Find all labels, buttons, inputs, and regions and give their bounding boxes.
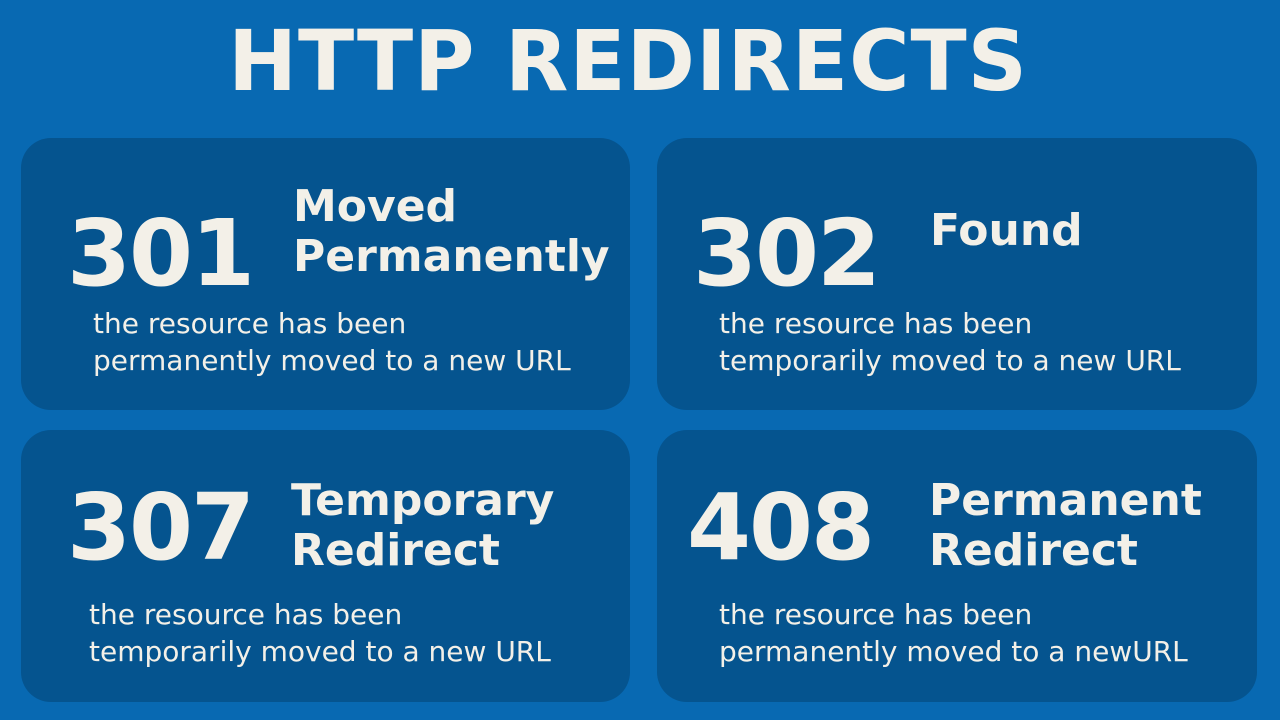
card-302-found: 302 Found the resource has been temporar…: [657, 138, 1257, 410]
status-name-line1: Permanent: [929, 475, 1202, 526]
description-line2: permanently moved to a newURL: [719, 635, 1188, 668]
status-name-line1: Found: [930, 205, 1083, 256]
status-name-line2: Redirect: [291, 525, 500, 576]
status-name: Permanent Redirect: [929, 476, 1202, 576]
card-301-moved-permanently: 301 Moved Permanently the resource has b…: [21, 138, 630, 410]
description-line1: the resource has been: [719, 307, 1033, 340]
description-line1: the resource has been: [93, 307, 407, 340]
status-code: 302: [693, 200, 881, 307]
page-title: HTTP REDIRECTS: [228, 12, 1028, 110]
status-name-line2: Permanently: [293, 231, 610, 282]
status-description: the resource has been permanently moved …: [93, 305, 571, 379]
status-code: 307: [67, 474, 255, 581]
status-name: Moved Permanently: [293, 182, 610, 282]
status-name-line1: Moved: [293, 181, 458, 232]
status-description: the resource has been temporarily moved …: [89, 596, 551, 670]
status-name-line1: Temporary: [291, 475, 555, 526]
description-line1: the resource has been: [719, 598, 1033, 631]
status-code: 301: [67, 200, 255, 307]
card-408-permanent-redirect: 408 Permanent Redirect the resource has …: [657, 430, 1257, 702]
description-line2: permanently moved to a new URL: [93, 344, 571, 377]
card-307-temporary-redirect: 307 Temporary Redirect the resource has …: [21, 430, 630, 702]
status-description: the resource has been permanently moved …: [719, 596, 1188, 670]
status-name: Temporary Redirect: [291, 476, 554, 576]
description-line1: the resource has been: [89, 598, 403, 631]
status-name-line2: Redirect: [929, 525, 1138, 576]
description-line2: temporarily moved to a new URL: [719, 344, 1181, 377]
status-name: Found: [930, 206, 1083, 256]
description-line2: temporarily moved to a new URL: [89, 635, 551, 668]
status-description: the resource has been temporarily moved …: [719, 305, 1181, 379]
status-code: 408: [687, 474, 875, 581]
